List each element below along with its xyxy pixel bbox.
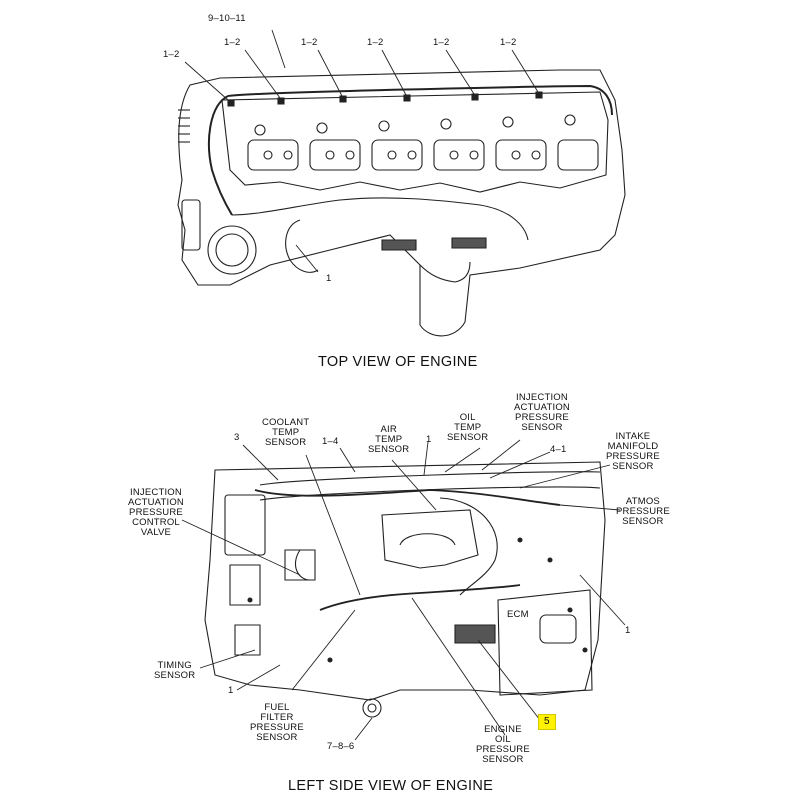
top-ecm-connector-b <box>452 238 486 248</box>
top-view-title: TOP VIEW OF ENGINE <box>318 354 478 370</box>
callout-5-highlight: 5 <box>538 714 556 730</box>
fuel-filter-pressure-sensor-label: FUEL FILTER PRESSURE SENSOR <box>250 702 304 743</box>
side-leader-lines <box>182 440 625 740</box>
side-central-housing <box>382 510 478 568</box>
callout-1-side-top: 1 <box>426 434 432 445</box>
top-front-pulley <box>208 226 256 274</box>
callout-9-10-11: 9–10–11 <box>208 13 246 24</box>
callout-1-2-a: 1–2 <box>163 49 180 60</box>
side-ecm-connector <box>455 625 495 643</box>
top-injector-harness <box>228 86 612 115</box>
callout-1-2-e: 1–2 <box>433 37 450 48</box>
top-view-drawing <box>178 70 625 336</box>
engine-oil-pressure-sensor-label: ENGINE OIL PRESSURE SENSOR <box>476 724 530 765</box>
side-drain-plug <box>363 699 381 717</box>
callout-1-side-left: 1 <box>228 685 234 696</box>
callout-1-2-b: 1–2 <box>224 37 241 48</box>
callout-4-1: 4–1 <box>550 444 567 455</box>
top-valve-cover <box>222 92 608 192</box>
callout-1-top-view: 1 <box>326 273 332 284</box>
oil-temp-sensor-label: OIL TEMP SENSOR <box>447 412 489 443</box>
side-ecm-plug <box>540 615 576 643</box>
coolant-temp-sensor-label: COOLANT TEMP SENSOR <box>262 417 310 448</box>
injection-actuation-pressure-sensor-label: INJECTION ACTUATION PRESSURE SENSOR <box>514 392 570 433</box>
side-intake-manifold <box>260 472 600 485</box>
callout-7-8-6: 7–8–6 <box>327 741 355 752</box>
side-ecm-box <box>498 590 592 695</box>
top-leader-lines <box>185 30 538 272</box>
top-lower-harness <box>232 198 528 240</box>
callout-3: 3 <box>234 432 240 443</box>
injection-actuation-pressure-control-valve-label: INJECTION ACTUATION PRESSURE CONTROL VAL… <box>128 487 184 538</box>
callout-1-2-d: 1–2 <box>367 37 384 48</box>
air-temp-sensor-label: AIR TEMP SENSOR <box>368 424 410 455</box>
atmos-pressure-sensor-label: ATMOS PRESSURE SENSOR <box>616 496 670 527</box>
callout-1-2-c: 1–2 <box>301 37 318 48</box>
ecm-label: ECM <box>507 609 529 620</box>
side-main-harness <box>255 490 560 505</box>
top-cylinder-caps <box>248 115 598 170</box>
top-injector-connectors <box>228 92 542 106</box>
side-view-drawing <box>205 462 605 717</box>
top-engine-outline <box>178 70 625 336</box>
side-view-title: LEFT SIDE VIEW OF ENGINE <box>288 778 494 794</box>
callout-1-side-right: 1 <box>625 625 631 636</box>
top-ecm-connector-a <box>382 240 416 250</box>
intake-manifold-pressure-sensor-label: INTAKE MANIFOLD PRESSURE SENSOR <box>606 431 660 472</box>
callout-1-4: 1–4 <box>322 436 339 447</box>
timing-sensor-label: TIMING SENSOR <box>154 660 196 681</box>
top-oil-pan <box>420 262 470 282</box>
side-engine-outline <box>205 462 605 700</box>
callout-1-2-f: 1–2 <box>500 37 517 48</box>
